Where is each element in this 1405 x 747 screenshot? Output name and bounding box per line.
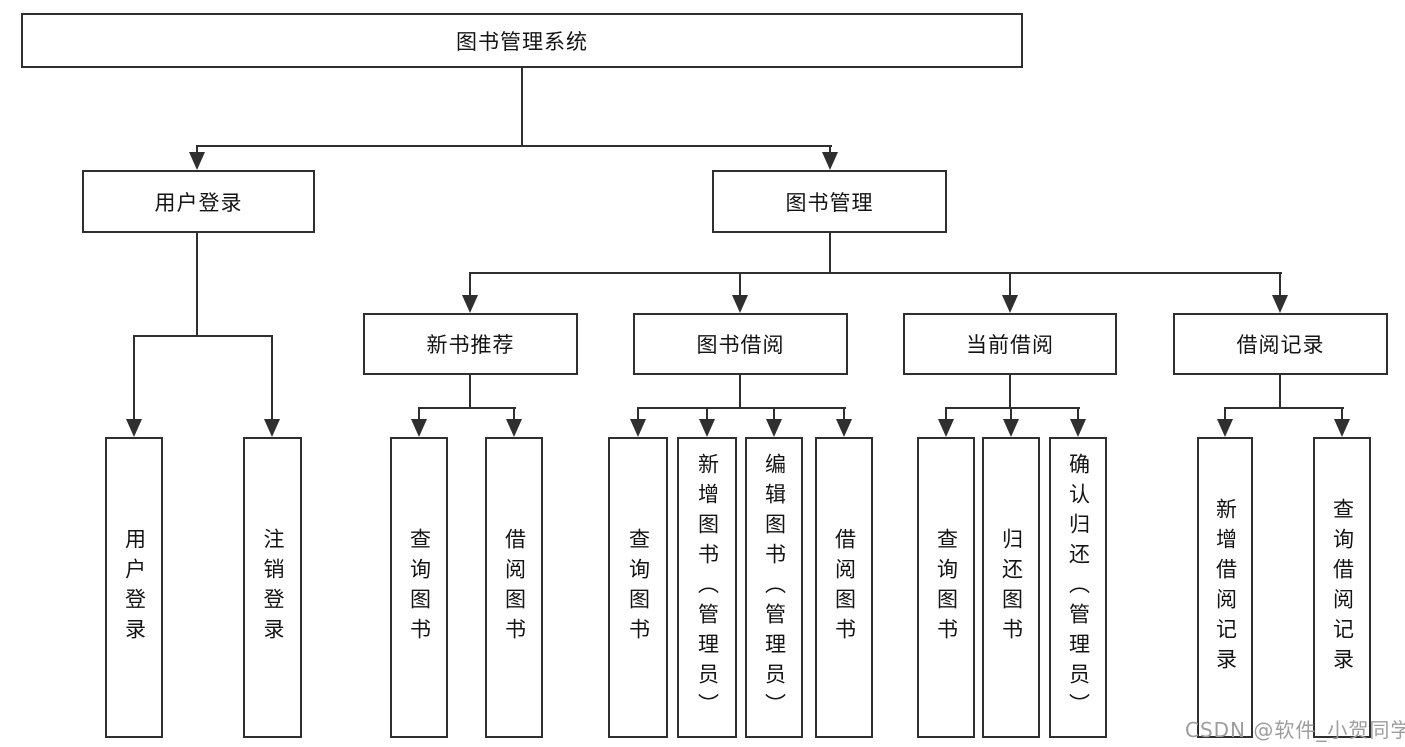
node-book-borrow: 图书借阅	[633, 313, 848, 375]
arrowhead-icon	[1217, 419, 1233, 437]
connector-line	[637, 407, 639, 422]
leaf-user-login: 用户登录	[105, 437, 163, 738]
node-root: 图书管理系统	[21, 13, 1023, 68]
arrowhead-icon	[766, 419, 782, 437]
node-borrow-records: 借阅记录	[1173, 313, 1388, 375]
leaf-query-books: 查询图书	[390, 437, 448, 738]
leaf-confirm-return-admin: 确认归还（管理员）	[1049, 437, 1107, 738]
connector-line	[843, 407, 845, 422]
connector-line	[196, 145, 198, 155]
leaf-return-books: 归还图书	[982, 437, 1040, 738]
arrowhead-icon	[938, 419, 954, 437]
connector-line	[196, 233, 198, 336]
node-current-borrow: 当前借阅	[903, 313, 1117, 375]
leaf-query-books: 查询图书	[608, 437, 668, 738]
leaf-borrow-books: 借阅图书	[485, 437, 543, 738]
connector-line	[637, 407, 846, 409]
connector-line	[133, 335, 135, 421]
connector-line	[1010, 407, 1012, 422]
connector-line	[945, 407, 947, 422]
connector-line	[739, 375, 741, 409]
connector-line	[133, 335, 273, 337]
connector-line	[1009, 272, 1011, 298]
connector-line	[196, 145, 832, 147]
arrowhead-icon	[126, 419, 142, 437]
connector-line	[521, 68, 523, 146]
connector-line	[945, 407, 1080, 409]
arrowhead-icon	[1003, 419, 1019, 437]
arrowhead-icon	[506, 419, 522, 437]
leaf-query-borrow-record: 查询借阅记录	[1313, 437, 1371, 738]
node-book-management: 图书管理	[712, 170, 947, 233]
node-user-login: 用户登录	[82, 170, 315, 233]
connector-line	[706, 407, 708, 422]
arrowhead-icon	[189, 152, 205, 170]
connector-line	[469, 375, 471, 409]
leaf-add-borrow-record: 新增借阅记录	[1197, 437, 1253, 738]
leaf-query-books: 查询图书	[917, 437, 975, 738]
connector-line	[418, 407, 420, 422]
connector-line	[1224, 407, 1226, 422]
connector-line	[469, 272, 1282, 274]
arrowhead-icon	[699, 419, 715, 437]
connector-line	[271, 335, 273, 421]
connector-line	[1341, 407, 1343, 422]
leaf-borrow-books: 借阅图书	[815, 437, 873, 738]
connector-line	[1009, 375, 1011, 409]
connector-line	[418, 407, 516, 409]
leaf-logout: 注销登录	[243, 437, 302, 738]
leaf-add-books-admin: 新增图书（管理员）	[677, 437, 737, 738]
arrowhead-icon	[1070, 419, 1086, 437]
connector-line	[469, 272, 471, 298]
node-new-book-recommend: 新书推荐	[363, 313, 578, 375]
arrowhead-icon	[462, 295, 478, 313]
connector-line	[513, 407, 515, 422]
connector-line	[829, 145, 831, 155]
arrowhead-icon	[1334, 419, 1350, 437]
arrowhead-icon	[411, 419, 427, 437]
arrowhead-icon	[836, 419, 852, 437]
arrowhead-icon	[264, 419, 280, 437]
connector-line	[1077, 407, 1079, 422]
connector-line	[1279, 375, 1281, 409]
arrowhead-icon	[1002, 295, 1018, 313]
connector-line	[739, 272, 741, 298]
arrowhead-icon	[732, 295, 748, 313]
csdn-watermark: CSDN @软件_小贺同学	[1185, 718, 1405, 742]
connector-line	[1224, 407, 1344, 409]
arrowhead-icon	[1272, 295, 1288, 313]
connector-line	[829, 233, 831, 274]
connector-line	[1279, 272, 1281, 298]
arrowhead-icon	[630, 419, 646, 437]
arrowhead-icon	[822, 152, 838, 170]
leaf-edit-books-admin: 编辑图书（管理员）	[745, 437, 803, 738]
connector-line	[773, 407, 775, 422]
